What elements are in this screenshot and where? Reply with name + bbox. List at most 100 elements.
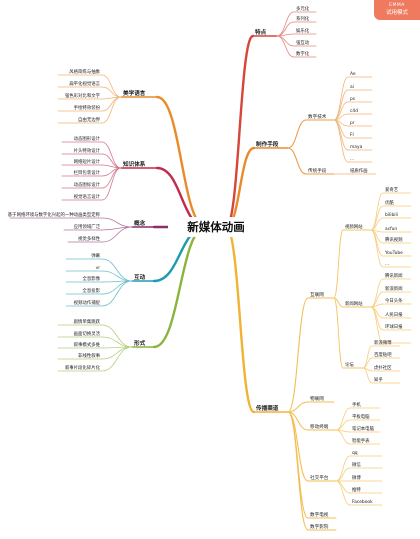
branch-zhishi-item[interactable]: 栏目包装设计 [74, 169, 101, 176]
branch-zhizuo-sub[interactable]: 传统手段 [308, 167, 327, 174]
branch-zhishi-item[interactable]: 网络短片设计 [74, 158, 101, 165]
branch-chuanbo-sub-group-item[interactable]: 腾讯视频 [385, 236, 403, 243]
branch-chuanbo-sub-group-item[interactable]: 新浪微博 [374, 339, 392, 346]
branch-zhizuo-sub-item[interactable]: c4d [350, 108, 358, 114]
branch-zhizuo-sub-item-edge [333, 119, 349, 163]
branch-tedian[interactable]: 特点 [255, 28, 267, 36]
branch-chuanbo-sub-item[interactable]: 手机 [352, 401, 361, 408]
branch-hudong-item-edge [101, 270, 133, 282]
branch-meixue-edge [155, 95, 208, 229]
branch-xingshi-item[interactable]: 叙事片段化碎片化 [65, 364, 101, 371]
branch-zhishi-item[interactable]: 动态图标设计 [74, 181, 101, 188]
branch-tedian-item[interactable]: 多元化 [296, 5, 310, 12]
branch-chuanbo-sub[interactable]: 社交平台 [310, 474, 329, 481]
badge-brand: EMMA [389, 3, 405, 8]
branch-meixue[interactable]: 美学语言 [123, 89, 146, 97]
branch-chuanbo-sub[interactable]: 移动终端 [310, 423, 329, 430]
branch-zhizuo-sub-item[interactable]: Fl [350, 132, 354, 138]
branch-zhizuo-sub-item[interactable]: pr [350, 120, 355, 126]
branch-chuanbo-sub-group-item[interactable]: YouTube [384, 250, 403, 256]
branch-chuanbo-sub-group-edge [333, 297, 344, 308]
branch-zhizuo-sub-item[interactable]: ... [350, 157, 354, 162]
branch-chuanbo-sub-item-edge [335, 480, 351, 506]
branch-zhishi-item[interactable]: 动态图形设计 [74, 135, 101, 142]
branch-xingshi-item[interactable]: 非线性叙事 [78, 352, 101, 359]
branch-gainian-item[interactable]: 基于网络环境与数字化兴起的一种动画类型定称 [8, 211, 101, 218]
branch-chuanbo-sub-group-item[interactable]: 虎扑社区 [374, 364, 392, 371]
branch-chuanbo-sub-group-item-edge [370, 306, 384, 344]
branch-chuanbo-sub-group-item[interactable]: 优酷 [385, 199, 394, 206]
branch-zhizuo-sub-item[interactable]: maya [350, 145, 363, 150]
branch-chuanbo-sub-edge [287, 411, 309, 531]
branch-chuanbo-sub-item[interactable]: 推特 [352, 486, 361, 493]
branch-chuanbo-sub[interactable]: 数字影院 [310, 523, 329, 530]
branch-zhishi[interactable]: 知识体系 [123, 160, 146, 168]
branch-chuanbo-sub-group-item[interactable]: 百度贴吧 [374, 351, 392, 358]
branch-tedian-item[interactable]: 娱乐化 [296, 27, 310, 34]
branch-gainian-item[interactable]: 视觉多样性 [78, 235, 101, 242]
branch-hudong-item[interactable]: 视频动作捕捉 [74, 299, 101, 306]
branch-chuanbo-sub-item[interactable]: Facebook [352, 499, 373, 505]
branch-chuanbo-sub-group-item[interactable]: ... [385, 262, 389, 267]
branch-hudong-item[interactable]: 全息影像 [82, 275, 100, 282]
branch-zhizuo-sub[interactable]: 数字技术 [308, 113, 327, 120]
branch-chuanbo-sub-item[interactable]: 微信 [352, 461, 361, 468]
branch-chuanbo-sub[interactable]: 物联网 [310, 395, 324, 402]
branch-xingshi-item[interactable]: 画面切换灵活 [74, 330, 101, 337]
branch-zhizuo[interactable]: 制作手段 [256, 140, 279, 148]
branch-chuanbo-sub-group-edge [333, 229, 344, 299]
branch-zhishi-item-edge [101, 164, 122, 169]
branch-chuanbo-sub-item[interactable]: 笔记本电脑 [352, 425, 375, 432]
branch-hudong[interactable]: 互动 [134, 273, 146, 281]
branch-meixue-item[interactable]: 强色彩对比和文字 [65, 92, 101, 99]
branch-tedian-item-edge [276, 35, 295, 58]
branch-chuanbo-sub-group-item-edge [370, 229, 384, 257]
branch-zhizuo-sub-item[interactable]: Ae [350, 71, 356, 77]
branch-chuanbo-sub-group-item[interactable]: ... [385, 338, 389, 343]
branch-chuanbo-sub-group-item[interactable]: 新浪新闻 [385, 285, 403, 292]
branch-chuanbo-sub[interactable]: 数字电视 [310, 511, 329, 518]
branch-meixue-item[interactable]: 扁平化视觉语言 [69, 80, 100, 87]
branch-xingshi[interactable]: 形式 [134, 339, 146, 347]
branch-chuanbo-sub[interactable]: 互联网 [310, 291, 324, 298]
branch-gainian-item[interactable]: 应用领域广泛 [74, 223, 101, 230]
branch-chuanbo-sub-item[interactable]: qq [352, 451, 358, 456]
branch-chuanbo-sub-item[interactable]: 微博 [352, 474, 361, 481]
branch-tedian-edge [224, 34, 255, 229]
branch-chuanbo-sub-group-item[interactable]: 知乎 [374, 376, 383, 383]
branch-chuanbo-sub-group-item[interactable]: 今日头条 [385, 297, 403, 304]
branch-zhishi-item[interactable]: 片头特效设计 [74, 147, 101, 154]
branch-hudong-item[interactable]: 全息投影 [82, 287, 100, 294]
branch-chuanbo-sub-item[interactable]: 平板电脑 [352, 413, 370, 420]
branch-meixue-item[interactable]: 自由无边界 [78, 116, 101, 123]
branch-chuanbo-sub-group-item[interactable]: acfun [385, 226, 397, 232]
branch-chuanbo-sub-group[interactable]: 论坛 [345, 361, 354, 368]
branch-chuanbo-sub-item[interactable]: 智能手表 [352, 437, 370, 444]
branch-chuanbo-sub-group-item[interactable]: 爱奇艺 [385, 186, 399, 193]
branch-chuanbo-sub-group-item[interactable]: 环球日报 [385, 323, 403, 330]
branch-gainian[interactable]: 概念 [134, 219, 146, 227]
branch-chuanbo-sub-group-item[interactable]: 人民日报 [385, 311, 403, 318]
branch-xingshi-item[interactable]: 叙事模式多维 [74, 341, 101, 348]
branch-chuanbo-sub-group[interactable]: 视频网站 [345, 223, 363, 230]
branch-meixue-item[interactable]: 手绘特效装扮 [74, 104, 101, 111]
branch-zhizuo-sub-item[interactable]: ps [350, 97, 356, 102]
branch-zhizuo-sub-item[interactable]: ai [350, 84, 354, 90]
branch-chuanbo[interactable]: 传播渠道 [255, 404, 279, 412]
center-topic[interactable]: 新媒体动画 [168, 217, 264, 237]
branch-zhizuo-sub-item[interactable]: 纸质作画 [350, 167, 368, 174]
branch-zhizuo-sub-edge [287, 147, 307, 175]
branch-tedian-item[interactable]: 数字化 [296, 50, 310, 57]
branch-tedian-item[interactable]: 强互动 [296, 39, 310, 46]
branch-zhishi-item[interactable]: 视觉语言设计 [74, 193, 101, 200]
branch-chuanbo-sub-group-item[interactable]: 腾讯新闻 [385, 272, 403, 279]
branch-hudong-item[interactable]: vr [96, 265, 101, 271]
branch-meixue-item[interactable]: 风格简练与抽象 [69, 68, 100, 75]
branch-xingshi-item[interactable]: 剧情单集跳跃 [74, 318, 101, 325]
branch-chuanbo-sub-group-item[interactable]: bilibili [385, 212, 398, 218]
branch-chuanbo-sub-item-edge [335, 429, 351, 445]
branch-hudong-item[interactable]: 弹幕 [91, 252, 100, 259]
branch-chuanbo-sub-group[interactable]: 新闻网站 [345, 300, 363, 307]
branch-tedian-item[interactable]: 系列化 [296, 15, 310, 22]
